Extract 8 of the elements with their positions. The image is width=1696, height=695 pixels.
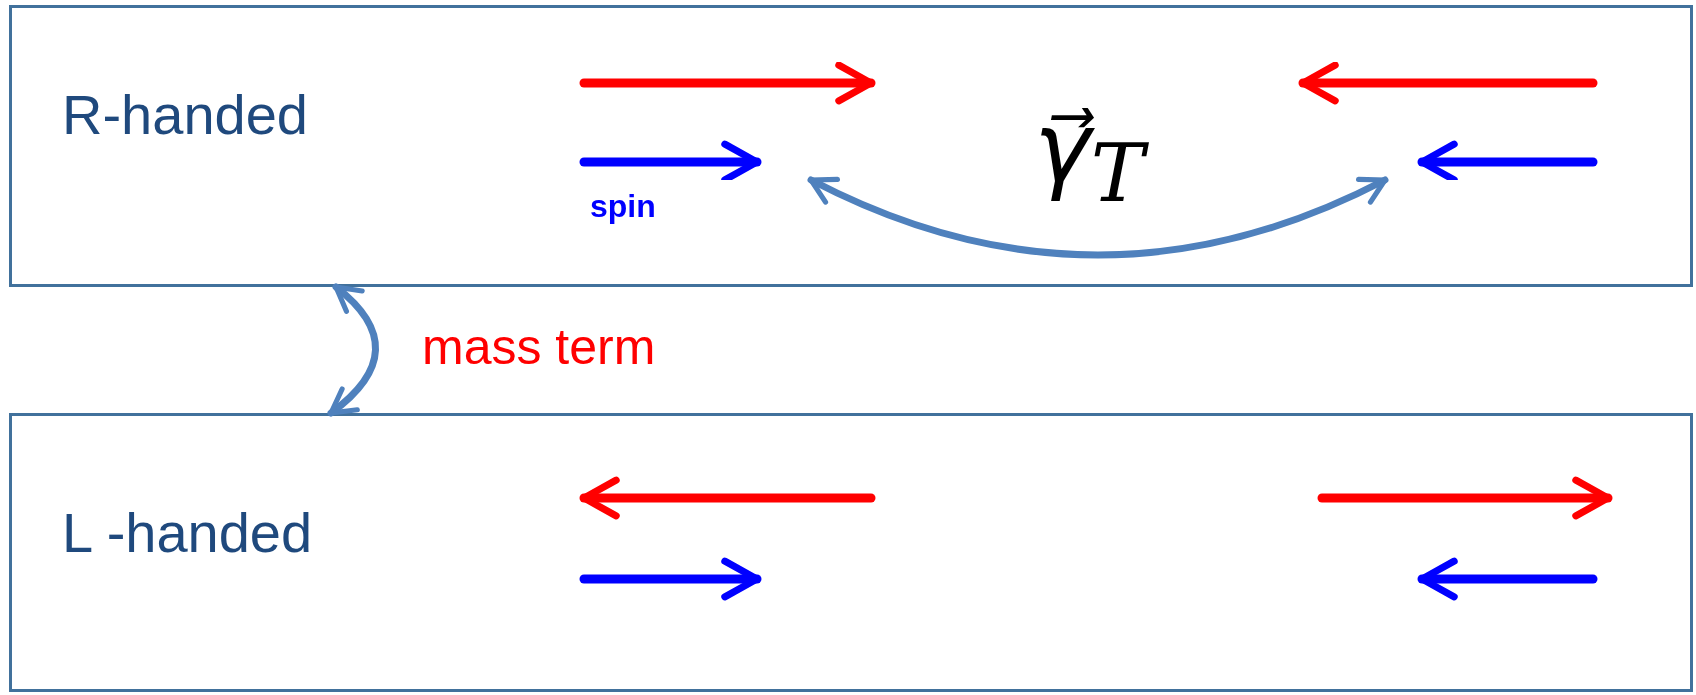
handedness-label: L -handed bbox=[62, 500, 313, 565]
double-arrow bbox=[807, 175, 1389, 259]
double-arrow bbox=[327, 283, 379, 417]
panel-box bbox=[9, 5, 1693, 287]
handedness-label: R-handed bbox=[62, 82, 308, 147]
panel-box bbox=[9, 413, 1693, 692]
arrow-pair-drawing bbox=[578, 62, 878, 180]
spin-label: spin bbox=[590, 188, 656, 225]
